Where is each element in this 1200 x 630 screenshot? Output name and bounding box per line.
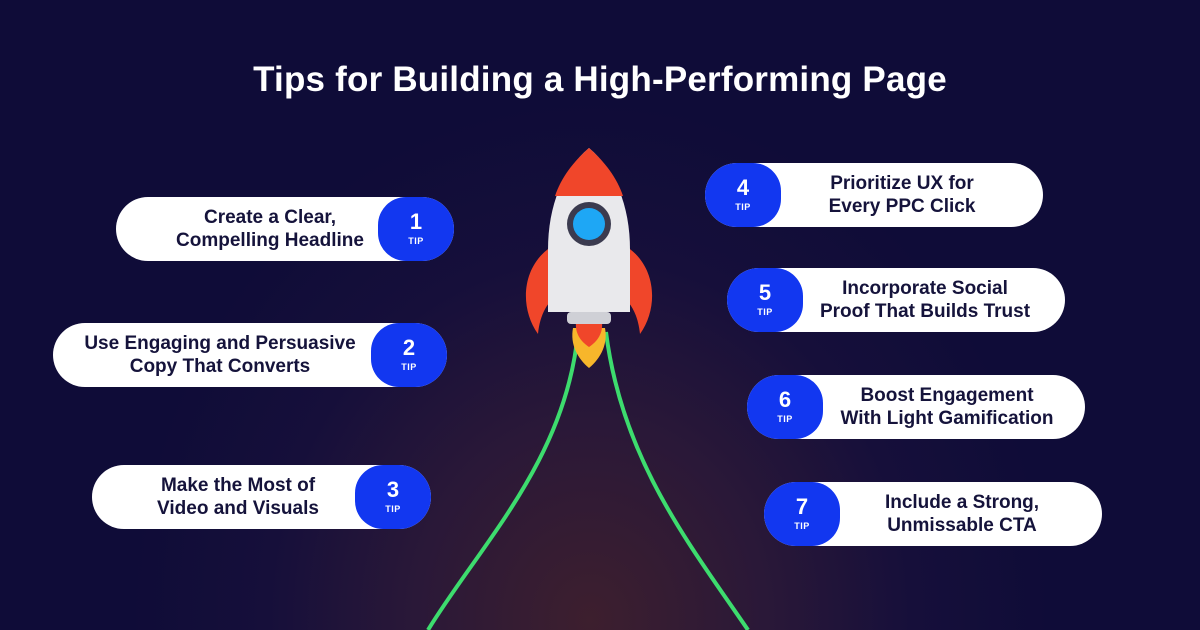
- tip-card-6: 6 TIP Boost Engagement With Light Gamifi…: [747, 375, 1085, 439]
- tip-badge-3: 3 TIP: [355, 465, 431, 529]
- tip-2-line-1: Use Engaging and Persuasive: [84, 333, 356, 354]
- tip-label: TIP: [757, 307, 773, 317]
- tip-card-2: Use Engaging and Persuasive Copy That Co…: [53, 323, 447, 387]
- tip-badge-6: 6 TIP: [747, 375, 823, 439]
- tip-badge-5: 5 TIP: [727, 268, 803, 332]
- tip-3-line-2: Video and Visuals: [157, 498, 319, 519]
- tip-label: TIP: [794, 521, 810, 531]
- tip-number: 2: [402, 335, 416, 360]
- tip-6-line-2: With Light Gamification: [840, 408, 1054, 429]
- rocket-nose-icon: [555, 148, 623, 196]
- tip-number: 5: [758, 280, 772, 305]
- tip-number: 4: [736, 175, 750, 200]
- tip-badge-7: 7 TIP: [764, 482, 840, 546]
- launch-trail-right: [604, 331, 750, 630]
- tip-label: TIP: [777, 414, 793, 424]
- tip-2-line-2: Copy That Converts: [129, 356, 311, 377]
- launch-trail-left: [426, 331, 580, 630]
- tip-5-line-2: Proof That Builds Trust: [819, 301, 1031, 322]
- tip-card-3: Make the Most of Video and Visuals 3 TIP: [92, 465, 431, 529]
- tip-badge-1: 1 TIP: [378, 197, 454, 261]
- tip-4-line-1: Prioritize UX for: [830, 173, 974, 194]
- tip-badge-2: 2 TIP: [371, 323, 447, 387]
- tip-1-line-1: Create a Clear,: [203, 207, 337, 228]
- tip-1-line-2: Compelling Headline: [176, 230, 364, 251]
- tip-number: 3: [386, 477, 400, 502]
- tip-number: 1: [409, 209, 423, 234]
- tip-6-line-1: Boost Engagement: [860, 385, 1034, 406]
- tip-7-line-1: Include a Strong,: [884, 492, 1040, 513]
- tip-number: 6: [778, 387, 792, 412]
- tip-3-line-1: Make the Most of: [160, 475, 316, 496]
- tip-card-5: 5 TIP Incorporate Social Proof That Buil…: [727, 268, 1065, 332]
- tip-4-line-2: Every PPC Click: [828, 196, 976, 217]
- tip-card-4: 4 TIP Prioritize UX for Every PPC Click: [705, 163, 1043, 227]
- tip-5-line-1: Incorporate Social: [842, 278, 1008, 299]
- tip-badge-4: 4 TIP: [705, 163, 781, 227]
- tip-number: 7: [795, 494, 809, 519]
- tip-label: TIP: [385, 504, 401, 514]
- tip-label: TIP: [401, 362, 417, 372]
- tip-label: TIP: [408, 236, 424, 246]
- tip-card-1: Create a Clear, Compelling Headline 1 TI…: [116, 197, 454, 261]
- tip-card-7: 7 TIP Include a Strong, Unmissable CTA: [764, 482, 1102, 546]
- tip-label: TIP: [735, 202, 751, 212]
- page-title: Tips for Building a High-Performing Page: [253, 60, 947, 99]
- tip-7-line-2: Unmissable CTA: [887, 515, 1037, 536]
